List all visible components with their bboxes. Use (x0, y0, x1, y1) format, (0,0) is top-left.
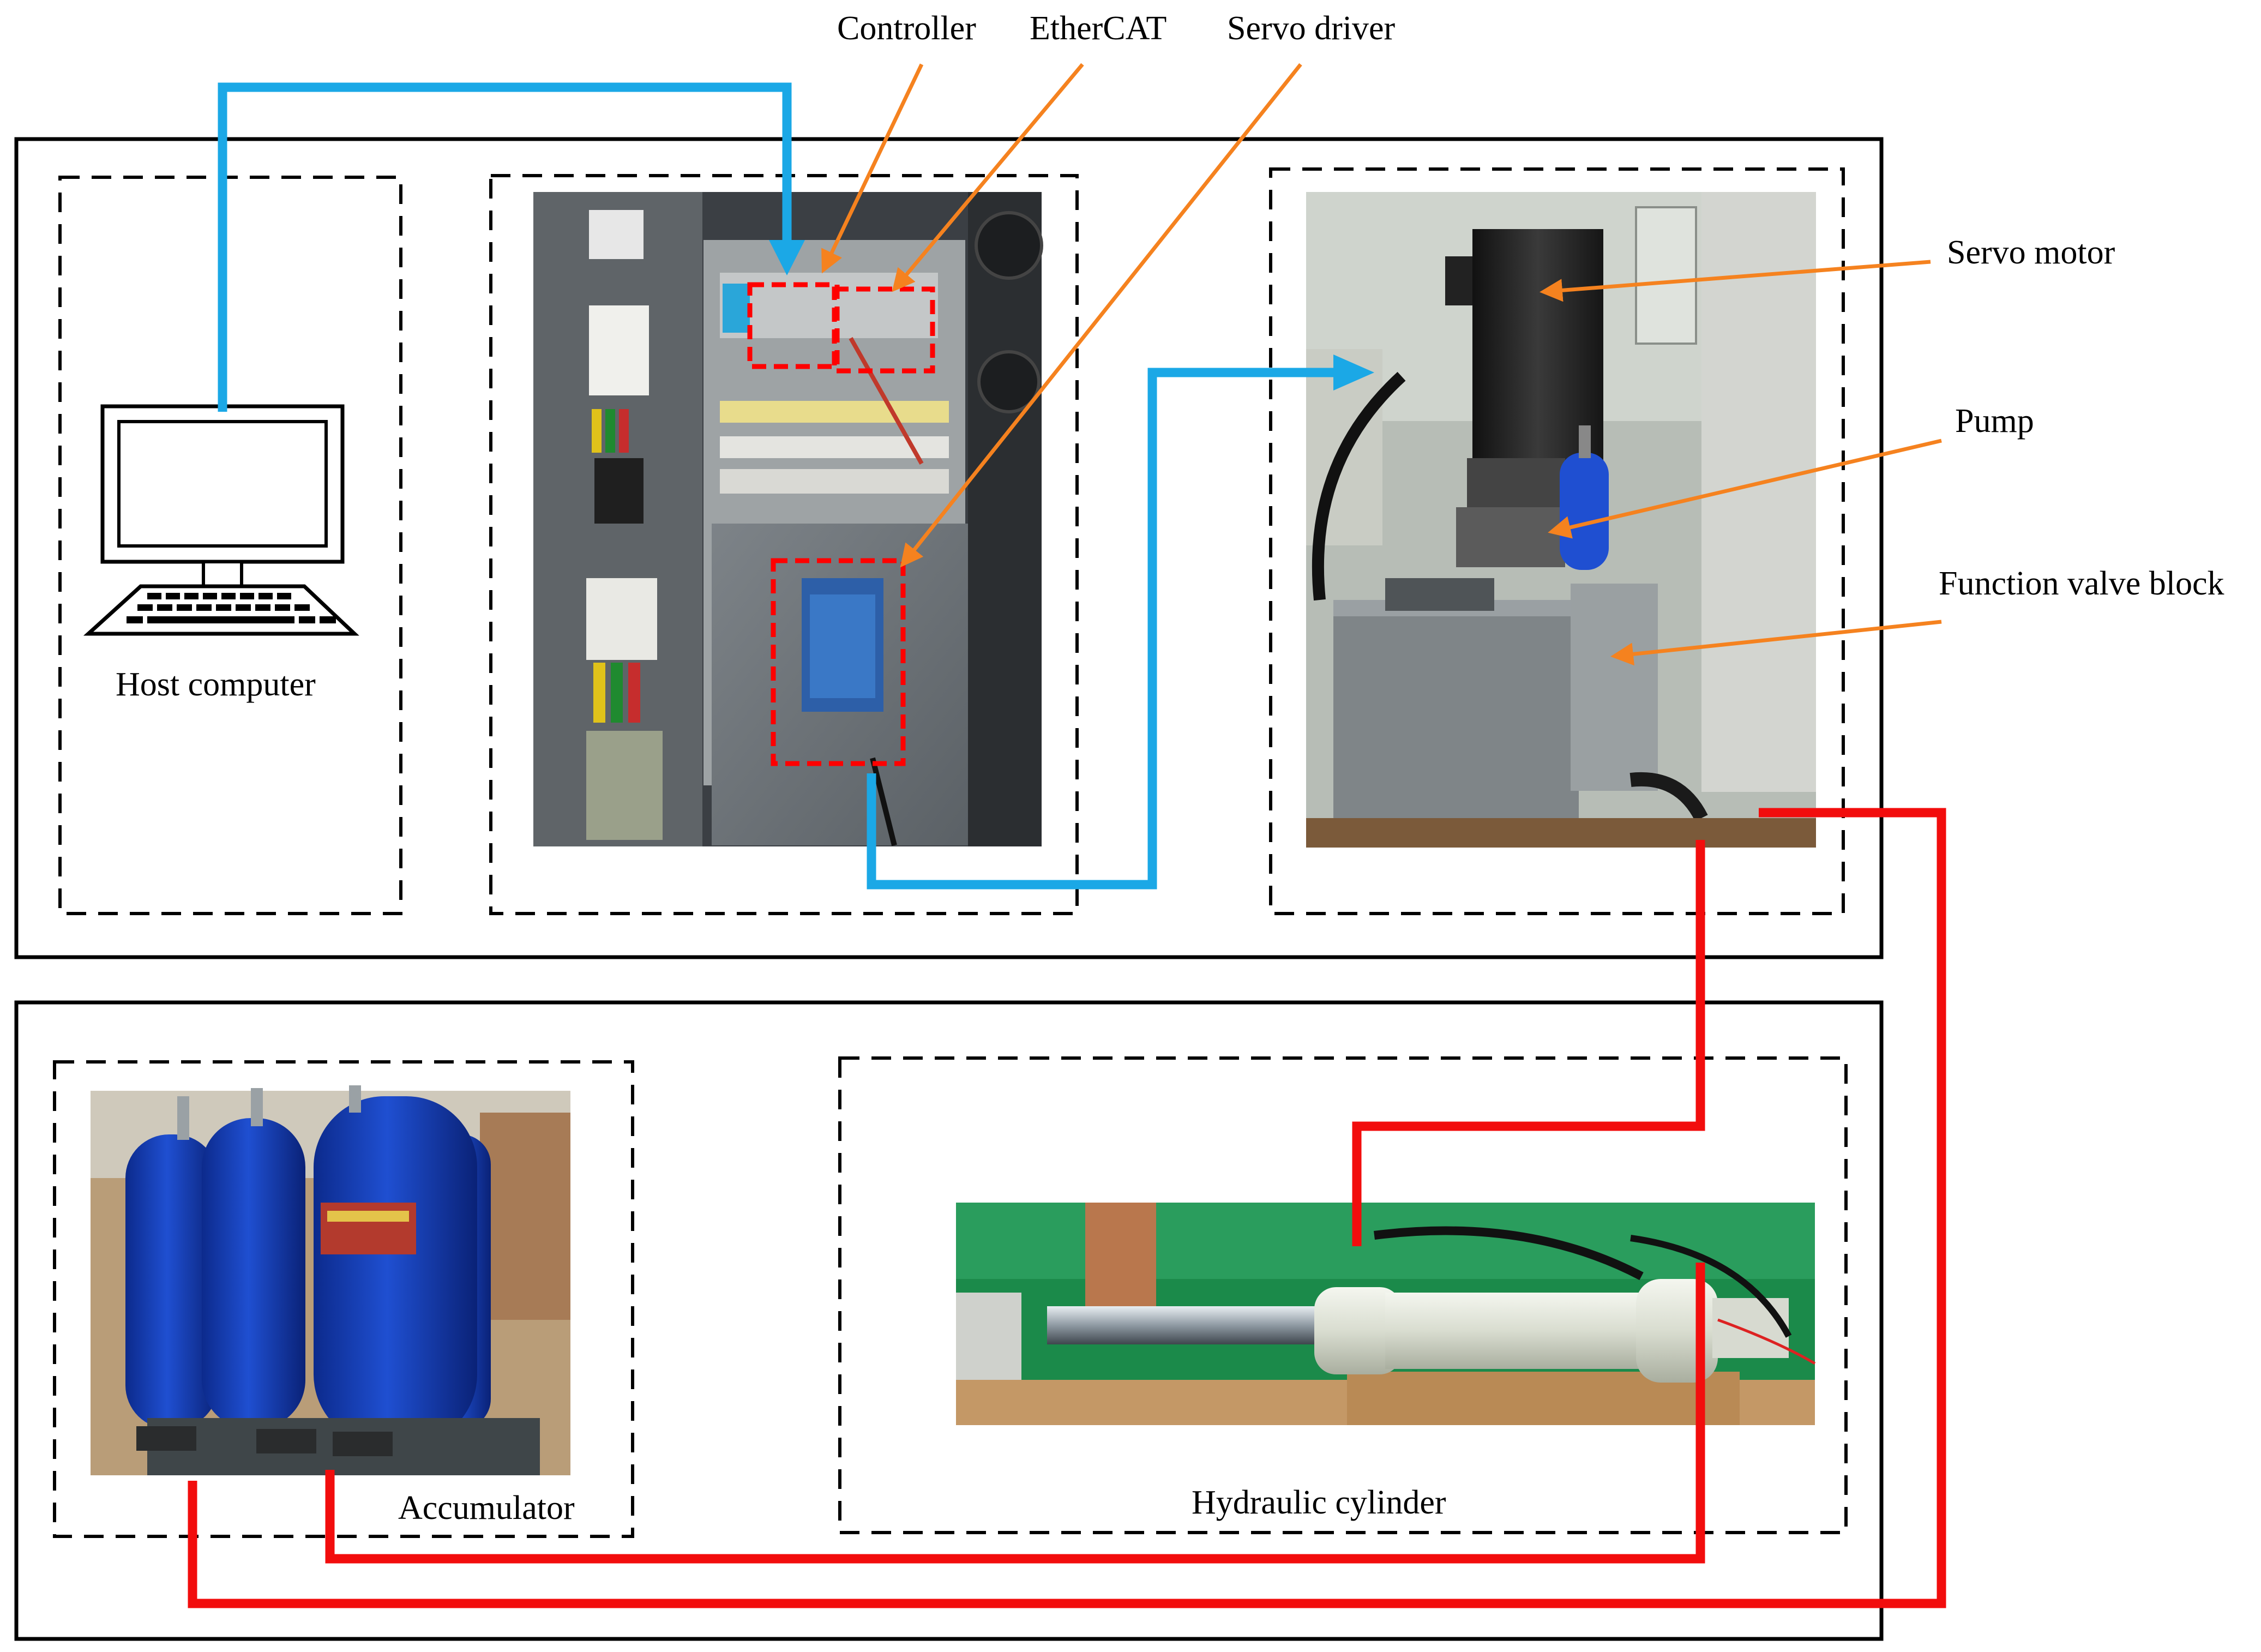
control-cabinet-photo (533, 192, 1043, 846)
valve-block-pointer (1610, 620, 1942, 666)
ethercat-label: EtherCAT (1030, 10, 1166, 47)
host-computer-group (58, 176, 402, 915)
power-unit-group (1269, 167, 1845, 915)
servo-motor-label: Servo motor (1947, 234, 2115, 271)
servo-driver-pointer (900, 63, 1302, 568)
lower-section-frame (14, 1000, 1884, 1641)
hydraulic-cylinder-label: Hydraulic cylinder (1192, 1484, 1446, 1521)
servo-driver-label: Servo driver (1227, 10, 1396, 47)
ethercat-pointer (892, 63, 1084, 292)
function-valve-block-label: Function valve block (1939, 565, 2224, 602)
host-computer-label: Host computer (116, 666, 316, 703)
pump-pointer (1548, 438, 1942, 539)
hydraulic-cylinder-group (838, 1056, 1848, 1534)
servo-motor-pointer (1540, 260, 1931, 302)
cylinder-to-accumulator-pipe (325, 1263, 1705, 1564)
controller-arrowhead (769, 240, 805, 275)
accumulator-group (53, 1060, 634, 1538)
controller-pointer (821, 63, 924, 274)
accumulator-label: Accumulator (398, 1489, 575, 1527)
motor-arrowhead (1333, 355, 1374, 391)
pump-to-cylinder-pipe (1352, 840, 1705, 1246)
controller-label: Controller (837, 10, 976, 47)
ethercat-highlight-box (832, 286, 935, 374)
hydraulic-cylinder-photo (956, 1203, 1816, 1425)
computer-icon (83, 404, 359, 636)
pump-label: Pump (1955, 403, 2034, 440)
servo-driver-highlight-box (771, 558, 906, 766)
valve-block-to-accumulator-pipe (188, 808, 1946, 1608)
driver-to-motor-line (867, 368, 1336, 890)
controller-highlight-box (747, 282, 840, 369)
upper-section-frame (14, 137, 1884, 959)
host-to-controller-line (218, 82, 792, 412)
accumulator-photo (91, 1085, 570, 1475)
